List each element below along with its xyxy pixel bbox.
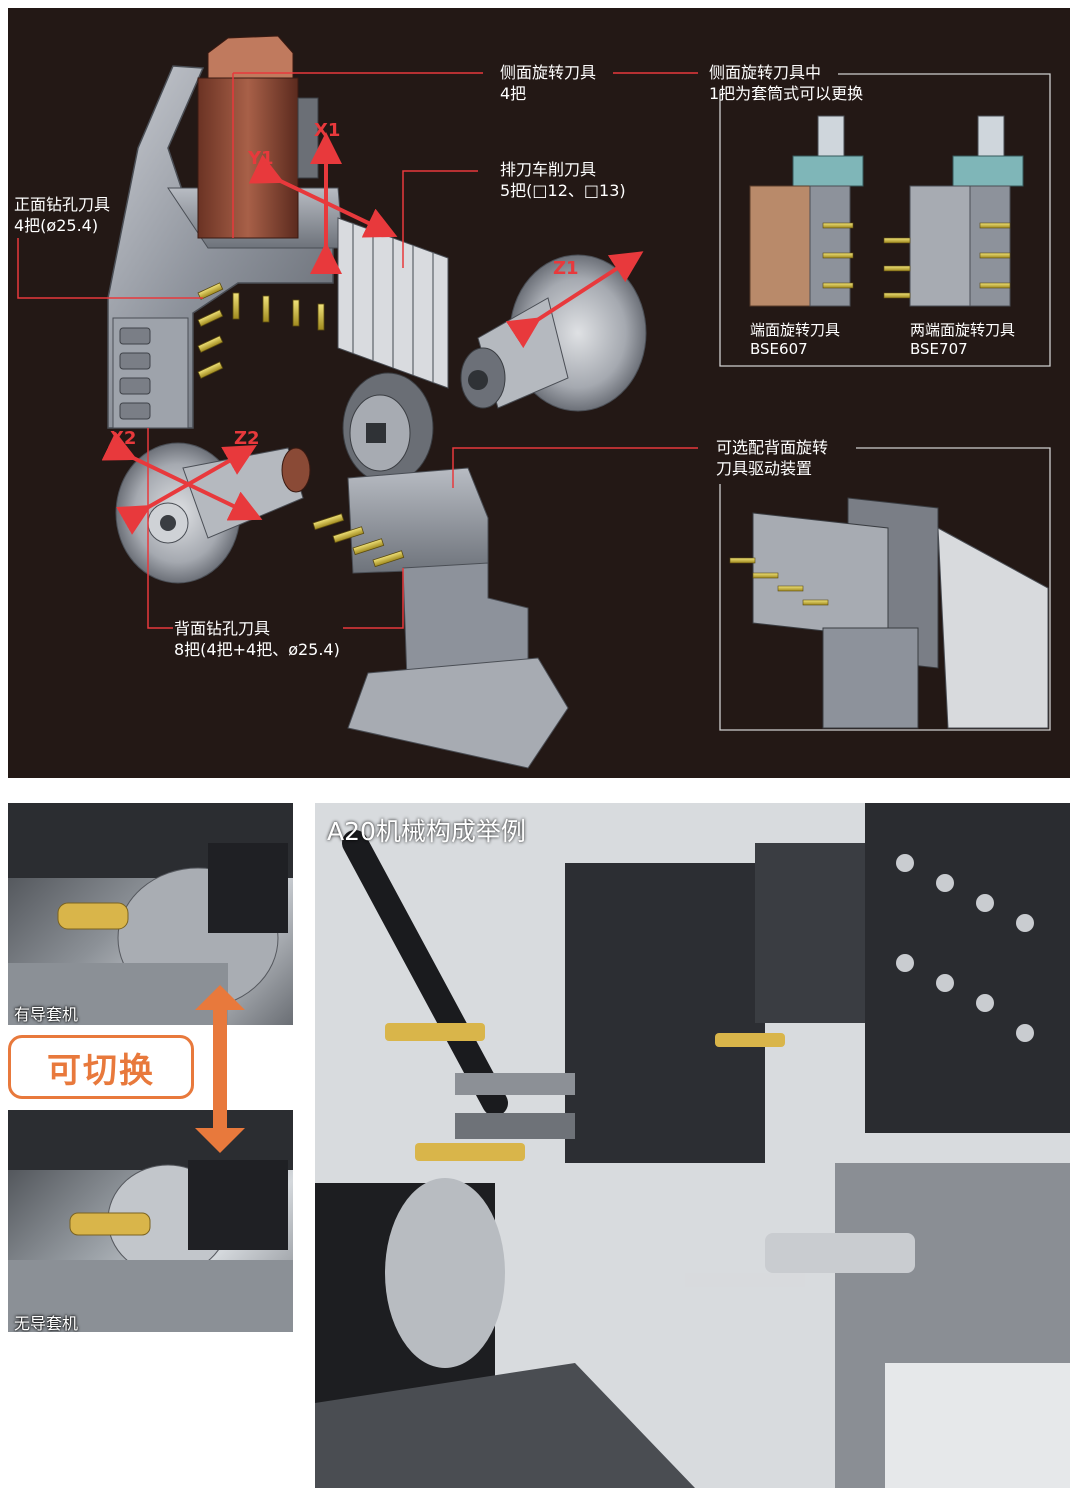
axis-label-z2: Z2: [234, 428, 260, 449]
guide-bush-unit: [342, 372, 434, 484]
axis-label-z1: Z1: [553, 258, 579, 279]
axis-label-y1: Y1: [248, 148, 274, 169]
switchable-badge: 可切换: [8, 1035, 194, 1099]
inset-bse707: [883, 115, 1024, 307]
photo-main-title: A20机械构成举例: [327, 817, 526, 846]
label-bse707: 两端面旋转刀具 BSE707: [910, 321, 1016, 358]
photo-guide-bush-on: 有导套机: [8, 803, 293, 1025]
label-back-rotary-option: 可选配背面旋转 刀具驱动装置: [716, 438, 829, 478]
label-bse607: 端面旋转刀具 BSE607: [750, 321, 841, 358]
label-gang-turning: 排刀车削刀具 5把(□12、□13): [500, 160, 626, 200]
photo-guide-bush-off-art: [8, 1110, 293, 1332]
photo-guide-bush-off: 无导套机: [8, 1110, 293, 1332]
leader-lines: [17, 72, 698, 629]
gang-tool-block: [337, 217, 449, 389]
axis-label-x1: X1: [314, 120, 341, 141]
label-back-drill: 背面钻孔刀具 8把(4把+4把、ø25.4): [174, 619, 340, 659]
front-drill-tools: [197, 282, 325, 379]
axis-label-x2: X2: [110, 428, 137, 449]
inset-back-rotary-drive: [722, 486, 1049, 729]
photo-a20-structure-art: [315, 803, 1070, 1488]
caption-guide-bush-off: 无导套机: [14, 1314, 79, 1332]
inset-bse607: [749, 115, 864, 307]
label-side-rotary: 侧面旋转刀具 4把: [500, 63, 597, 103]
machine-diagram-panel: X1 Y1 Z1 X2 Z2 侧面旋转刀具 4把 侧面旋转刀具中 1把为套筒式可…: [8, 8, 1070, 778]
axis-arrows: [101, 132, 644, 535]
photo-a20-structure: A20机械构成举例: [315, 803, 1070, 1488]
inset-bracket-lines: [719, 73, 1051, 731]
front-drill-holders: [119, 327, 151, 420]
photo-guide-bush-on-art: [8, 803, 293, 1025]
machine-diagram-svg: [17, 35, 1051, 769]
label-side-rotary-note: 侧面旋转刀具中 1把为套筒式可以更换: [709, 63, 864, 103]
caption-guide-bush-on: 有导套机: [14, 1005, 79, 1024]
back-tool-post: [312, 467, 569, 769]
label-front-drill: 正面钻孔刀具 4把(ø25.4): [14, 195, 111, 235]
